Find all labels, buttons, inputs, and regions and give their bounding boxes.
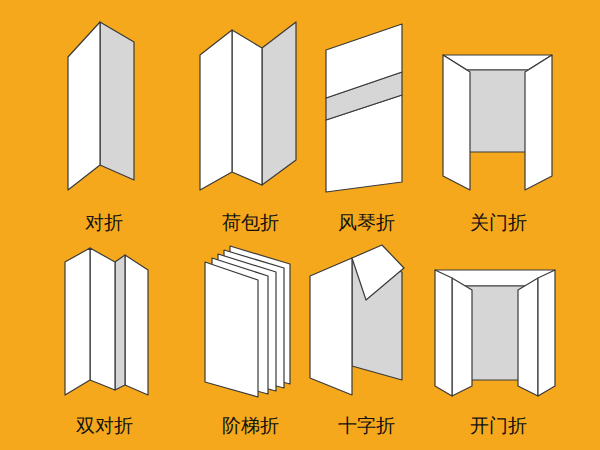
roll-fold-figure (200, 22, 296, 190)
double-parallel-fold-figure (65, 248, 148, 395)
step-fold-figure (205, 246, 290, 397)
fold-name-label: 阶梯折 (222, 414, 279, 437)
fold-name-label: 十字折 (338, 414, 395, 437)
double-gate-fold-figure (435, 270, 555, 396)
half-fold-figure (68, 22, 134, 190)
fold-name-label: 风琴折 (338, 211, 395, 234)
gate-fold-figure (443, 55, 552, 190)
fold-name-label: 关门折 (470, 211, 527, 234)
accordion-fold-figure (326, 24, 402, 192)
fold-name-label: 开门折 (470, 414, 527, 437)
fold-name-label: 双对折 (76, 414, 133, 437)
fold-name-label: 荷包折 (222, 211, 279, 234)
fold-name-label: 对折 (85, 211, 123, 234)
cross-fold-figure (310, 245, 404, 395)
